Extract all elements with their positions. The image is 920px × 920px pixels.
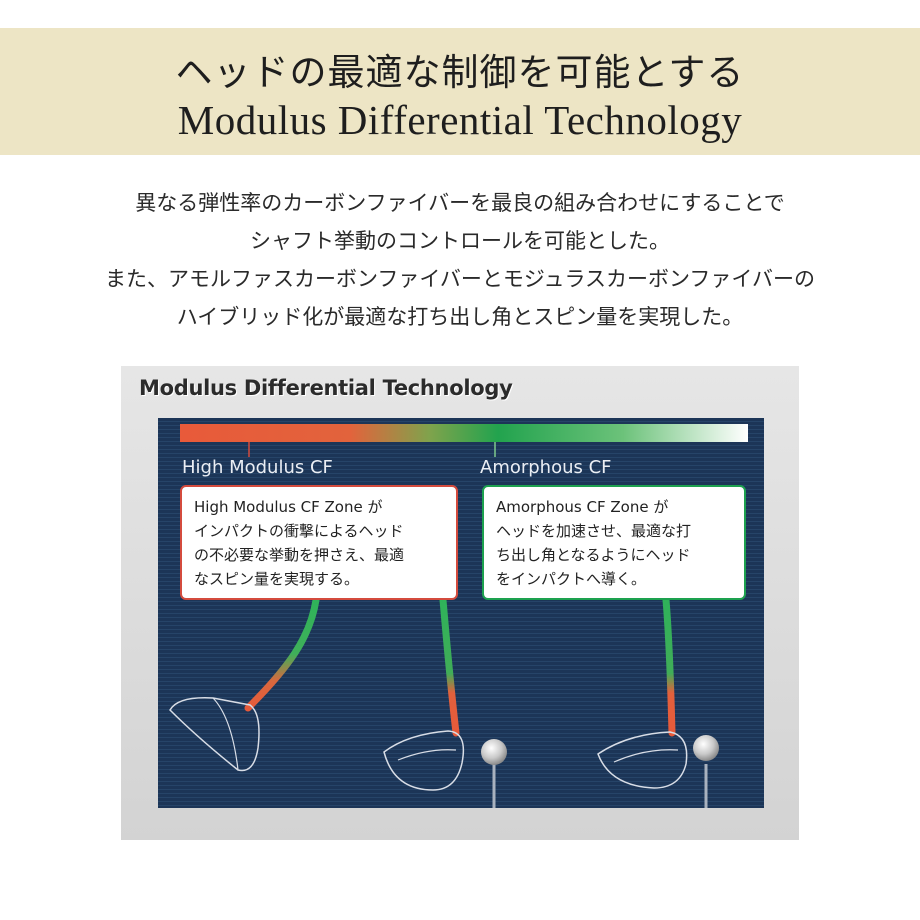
- description-line: ハイブリッド化が最適な打ち出し角とスピン量を実現した。: [176, 305, 744, 329]
- callout-line: ヘッドを加速させ、最適な打: [496, 522, 692, 540]
- header-title-jp: ヘッドの最適な制御を可能とする: [175, 51, 745, 94]
- callout-line: の不必要な挙動を押さえ、最適: [194, 546, 405, 564]
- callout-high-modulus: High Modulus CF Zone が インパクトの衝撃によるヘッド の不…: [180, 485, 458, 600]
- description-line: 異なる弾性率のカーボンファイバーを最良の組み合わせにすることで: [135, 191, 785, 215]
- callout-line: High Modulus CF Zone が: [194, 498, 383, 516]
- figure-title: Modulus Differential Technology: [139, 376, 513, 400]
- callout-line: Amorphous CF Zone が: [496, 498, 669, 516]
- diagram-figure: Modulus Differential Technology: [121, 366, 799, 840]
- callout-line: をインパクトへ導く。: [496, 570, 647, 588]
- modulus-gradient-bar: [180, 424, 748, 442]
- golf-club-head-icon: [597, 596, 688, 789]
- callout-line: ち出し角となるようにヘッド: [496, 546, 691, 564]
- description-line: シャフト挙動のコントロールを可能とした。: [250, 229, 670, 253]
- golf-club-head-icon: [383, 596, 465, 791]
- golf-ball-icon: [481, 739, 507, 765]
- description: 異なる弾性率のカーボンファイバーを最良の組み合わせにすることで シャフト挙動のコ…: [0, 184, 920, 336]
- zone-label-high-modulus: High Modulus CF: [182, 457, 333, 478]
- golf-club-head-icon: [169, 596, 320, 772]
- header-band: [0, 28, 920, 155]
- callout-line: インパクトの衝撃によるヘッド: [194, 522, 404, 540]
- diagram-panel: High Modulus CF Amorphous CF High Modulu…: [158, 418, 764, 808]
- zone-label-amorphous: Amorphous CF: [480, 457, 612, 478]
- golf-ball-icon: [693, 735, 719, 761]
- diagram-drawing: [169, 442, 719, 808]
- callout-amorphous: Amorphous CF Zone が ヘッドを加速させ、最適な打 ち出し角とな…: [482, 485, 746, 600]
- description-line: また、アモルファスカーボンファイバーとモジュラスカーボンファイバーの: [104, 267, 815, 291]
- callout-line: なスピン量を実現する。: [194, 570, 360, 588]
- header-title-en: Modulus Differential Technology: [177, 97, 743, 143]
